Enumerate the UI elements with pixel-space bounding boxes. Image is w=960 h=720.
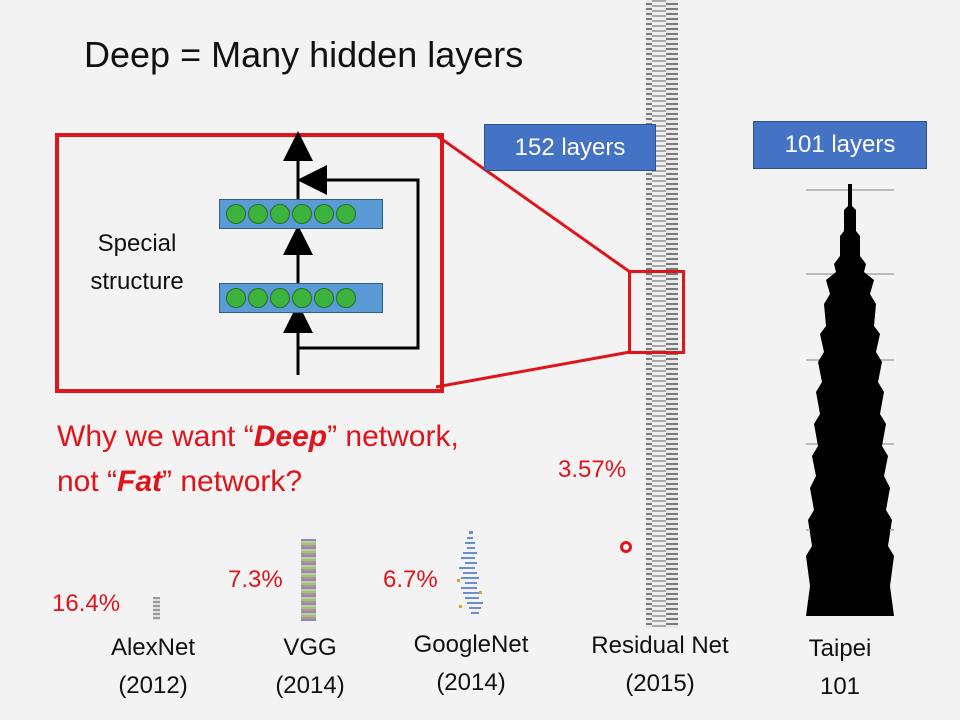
question-deep: Deep bbox=[253, 420, 328, 453]
taipei-101-tower-image bbox=[806, 184, 894, 616]
skip-connection bbox=[297, 165, 420, 350]
network-name: Residual Net bbox=[591, 632, 729, 659]
resnet-zoom-highlight bbox=[628, 270, 685, 354]
vgg-architecture-icon bbox=[301, 539, 316, 621]
alexnet-architecture-icon bbox=[153, 597, 160, 620]
question-part: ” network, bbox=[327, 420, 459, 453]
network-name: Taipei bbox=[808, 635, 872, 662]
neuron bbox=[226, 204, 246, 224]
network-name: AlexNet bbox=[110, 634, 196, 661]
laser-pointer-dot bbox=[620, 541, 632, 553]
question-part: not “ bbox=[57, 465, 118, 498]
taipei-101-label: Taipei 101 bbox=[790, 630, 890, 706]
neuron bbox=[336, 288, 356, 308]
taipei-floors-badge: 101 layers bbox=[753, 121, 927, 169]
question-text: Why we want “Deep” network, not “Fat” ne… bbox=[57, 414, 459, 504]
special-structure-label: Special structure bbox=[90, 230, 184, 295]
googlenet-error-rate: 6.7% bbox=[383, 566, 438, 593]
neuron bbox=[226, 288, 246, 308]
question-part: Why we want “ bbox=[57, 420, 254, 453]
neuron bbox=[292, 288, 312, 308]
alexnet-error-rate: 16.4% bbox=[52, 590, 121, 617]
neuron bbox=[314, 204, 334, 224]
neuron bbox=[270, 204, 290, 224]
neuron bbox=[270, 288, 290, 308]
network-year: (2015) bbox=[625, 670, 695, 697]
hidden-layer-bottom bbox=[219, 283, 383, 313]
googlenet-architecture-icon bbox=[457, 531, 483, 614]
network-name: VGG bbox=[283, 634, 337, 661]
neuron bbox=[248, 288, 268, 308]
googlenet-label: GoogleNet (2014) bbox=[396, 626, 546, 702]
neuron bbox=[292, 204, 312, 224]
resnet-layers-badge: 152 layers bbox=[484, 124, 656, 171]
zoom-connector-top bbox=[435, 133, 631, 274]
question-fat: Fat bbox=[117, 465, 163, 498]
network-name: GoogleNet bbox=[413, 631, 529, 658]
residual-block-zoom-box bbox=[55, 133, 444, 393]
slide-title: Deep = Many hidden layers bbox=[84, 34, 524, 75]
neuron bbox=[248, 204, 268, 224]
question-part: ” network? bbox=[162, 465, 303, 498]
vgg-label: VGG (2014) bbox=[250, 629, 370, 705]
resnet-error-rate: 3.57% bbox=[558, 456, 627, 483]
zoom-connector-bottom bbox=[435, 350, 631, 389]
alexnet-label: AlexNet (2012) bbox=[88, 629, 218, 705]
resnet-label: Residual Net (2015) bbox=[570, 627, 750, 703]
neuron bbox=[314, 288, 334, 308]
network-year: (2012) bbox=[118, 672, 188, 699]
hidden-layer-top bbox=[219, 199, 383, 229]
vgg-error-rate: 7.3% bbox=[228, 566, 283, 593]
network-year: 101 bbox=[819, 673, 861, 700]
network-year: (2014) bbox=[275, 672, 345, 699]
network-year: (2014) bbox=[436, 669, 506, 696]
neuron bbox=[336, 204, 356, 224]
